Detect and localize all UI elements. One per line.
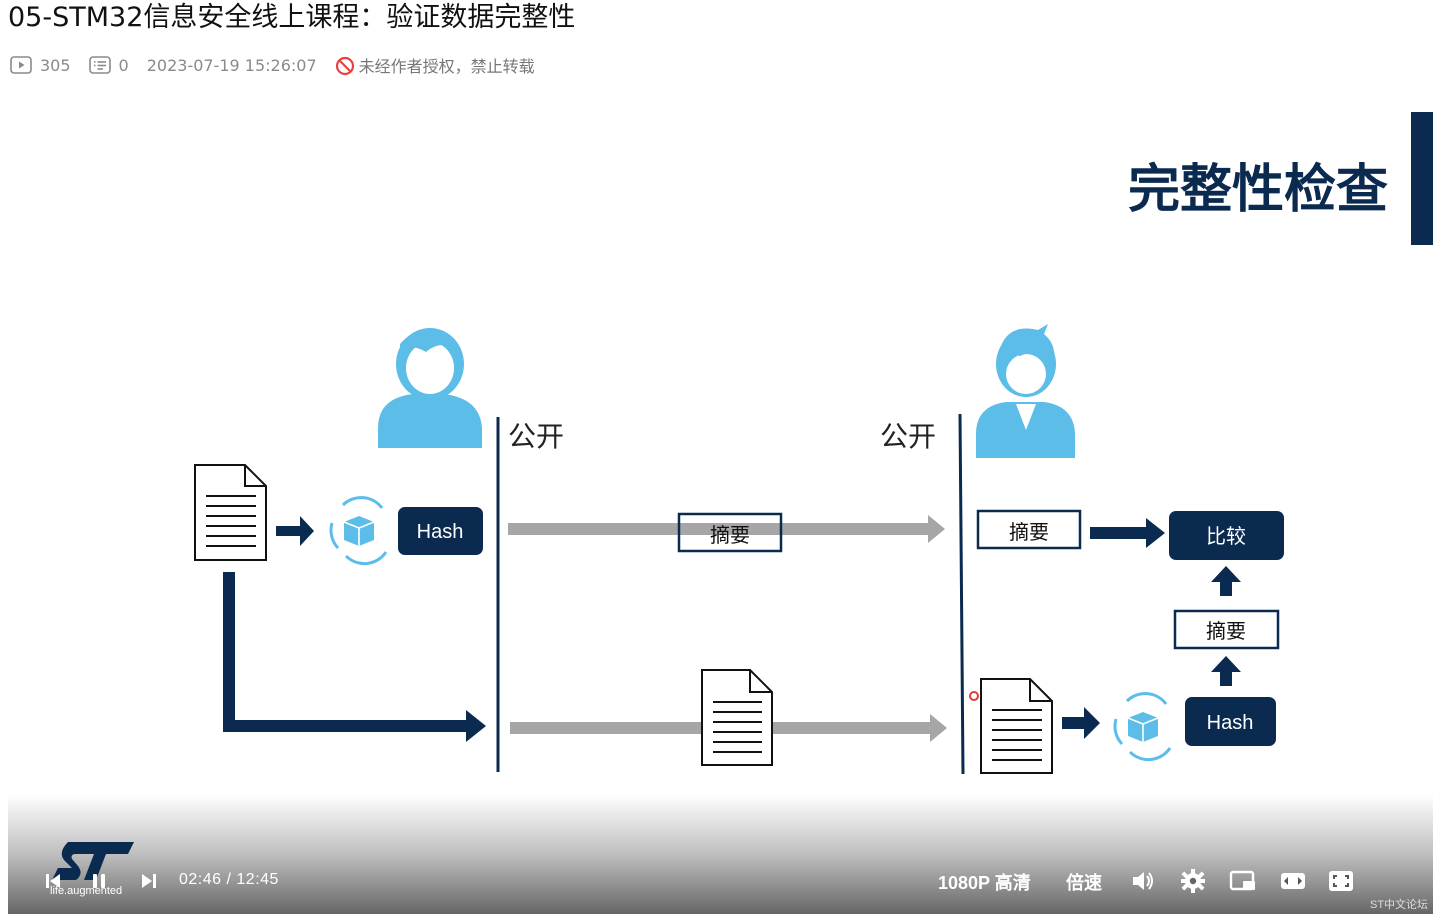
widescreen-icon xyxy=(1281,873,1305,889)
hash-label-left: Hash xyxy=(417,521,464,543)
settings-button[interactable] xyxy=(1178,866,1208,896)
document-icon-right xyxy=(980,678,1053,774)
hash-label-right: Hash xyxy=(1207,712,1254,734)
play-icon xyxy=(10,56,32,74)
compare-label: 比较 xyxy=(1206,524,1246,548)
forbidden-icon xyxy=(335,56,355,76)
cube-rotate-icon-right xyxy=(1113,692,1172,762)
volume-icon xyxy=(1133,872,1153,890)
l-arrow-message xyxy=(223,572,486,742)
digest-label-lower: 摘要 xyxy=(1206,619,1246,643)
up-arrow-lower xyxy=(1211,656,1241,686)
slide-title: 完整性检查 xyxy=(1128,160,1388,220)
divider-right xyxy=(958,413,965,775)
volume-button[interactable] xyxy=(1128,866,1158,896)
arrow-to-hash-right xyxy=(1062,707,1100,739)
public-label-left: 公开 xyxy=(508,420,564,453)
hash-box-right xyxy=(1185,697,1276,746)
prev-button[interactable] xyxy=(38,866,68,896)
comments-stat: 0 xyxy=(88,55,129,75)
pip-icon xyxy=(1229,870,1255,891)
watermark: ST中文论坛 xyxy=(1370,899,1429,911)
public-label-right: 公开 xyxy=(880,420,936,453)
arrow-to-compare xyxy=(1090,518,1165,548)
fullscreen-button[interactable] xyxy=(1326,866,1356,896)
pip-button[interactable] xyxy=(1228,866,1258,896)
sender-user-icon xyxy=(378,328,482,448)
page-title: 05-STM32信息安全线上课程：验证数据完整性 xyxy=(8,2,576,33)
laser-pointer-dot xyxy=(969,691,979,701)
arrow-to-hash-left xyxy=(276,516,314,546)
views-stat: 305 xyxy=(10,56,71,75)
document-icon-left xyxy=(194,464,267,561)
widescreen-button[interactable] xyxy=(1278,866,1308,896)
views-count: 305 xyxy=(40,55,71,75)
prev-icon xyxy=(46,874,60,888)
cube-rotate-icon-left xyxy=(329,496,388,566)
duration: 12:45 xyxy=(236,871,279,888)
document-icon-middle xyxy=(701,669,773,766)
fullscreen-icon xyxy=(1329,871,1353,891)
next-button[interactable] xyxy=(134,866,164,896)
playback-time: 02:46 / 12:45 xyxy=(179,871,279,889)
hash-box-left xyxy=(398,507,483,555)
publish-datetime: 2023-07-19 15:26:07 xyxy=(146,55,317,75)
digest-label-right: 摘要 xyxy=(1009,520,1049,544)
st-logo-tagline: life.augmented xyxy=(50,885,122,897)
up-arrow-upper xyxy=(1211,566,1241,596)
copyright-text: 未经作者授权，禁止转载 xyxy=(358,57,535,76)
comments-count: 0 xyxy=(118,55,129,75)
video-meta: 305 0 2023-07-19 15:26:07 未经作者授权，禁止转载 xyxy=(10,52,535,78)
transfer-arrow-top xyxy=(508,523,928,535)
current-time: 02:46 xyxy=(179,871,222,888)
pause-button[interactable] xyxy=(84,866,114,896)
st-logo: life.augmented xyxy=(48,836,148,902)
comment-icon xyxy=(88,56,111,74)
video-player[interactable]: 完整性检查 公开 公开 xyxy=(8,112,1433,914)
digest-box-right xyxy=(976,509,1082,550)
speed-selector[interactable]: 倍速 xyxy=(1066,873,1102,893)
next-icon xyxy=(142,874,156,888)
pause-icon xyxy=(93,874,105,888)
digest-label-middle: 摘要 xyxy=(710,523,750,547)
settings-icon xyxy=(1181,869,1205,893)
time-separator: / xyxy=(226,871,232,888)
slide-content: 完整性检查 公开 公开 xyxy=(194,112,1433,775)
compare-box xyxy=(1169,511,1284,560)
copyright-notice: 未经作者授权，禁止转载 xyxy=(335,53,535,77)
quality-selector[interactable]: 1080P 高清 xyxy=(938,873,1031,893)
digest-box-lower xyxy=(1173,609,1280,650)
slide-accent-bar xyxy=(1411,112,1433,245)
receiver-user-icon xyxy=(976,324,1075,458)
digest-box-middle xyxy=(677,512,783,553)
controls-bar xyxy=(8,794,1433,914)
